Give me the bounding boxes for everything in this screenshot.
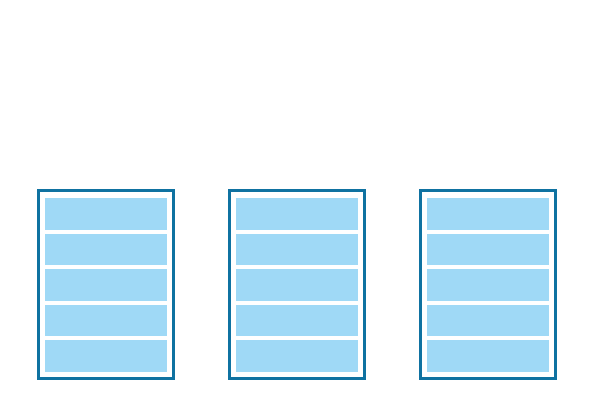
stack-3-slot-5 [427, 340, 549, 372]
stack-2-slot-5 [236, 340, 358, 372]
stack-1 [37, 189, 175, 380]
stack-2-slot-1 [236, 198, 358, 230]
stack-2-slot-4 [236, 304, 358, 337]
stack-2-slot-2 [236, 233, 358, 266]
stack-3-slot-1 [427, 198, 549, 230]
stack-1-slot-4 [45, 304, 167, 337]
stack-2 [228, 189, 366, 380]
stack-3-slot-3 [427, 269, 549, 301]
stack-3-slot-2 [427, 233, 549, 266]
stack-2-slot-3 [236, 269, 358, 301]
stack-1-slot-3 [45, 269, 167, 301]
stack-1-slot-1 [45, 198, 167, 230]
stack-3 [419, 189, 557, 380]
stack-3-slot-4 [427, 304, 549, 337]
stack-1-slot-2 [45, 233, 167, 266]
stack-1-slot-5 [45, 340, 167, 372]
